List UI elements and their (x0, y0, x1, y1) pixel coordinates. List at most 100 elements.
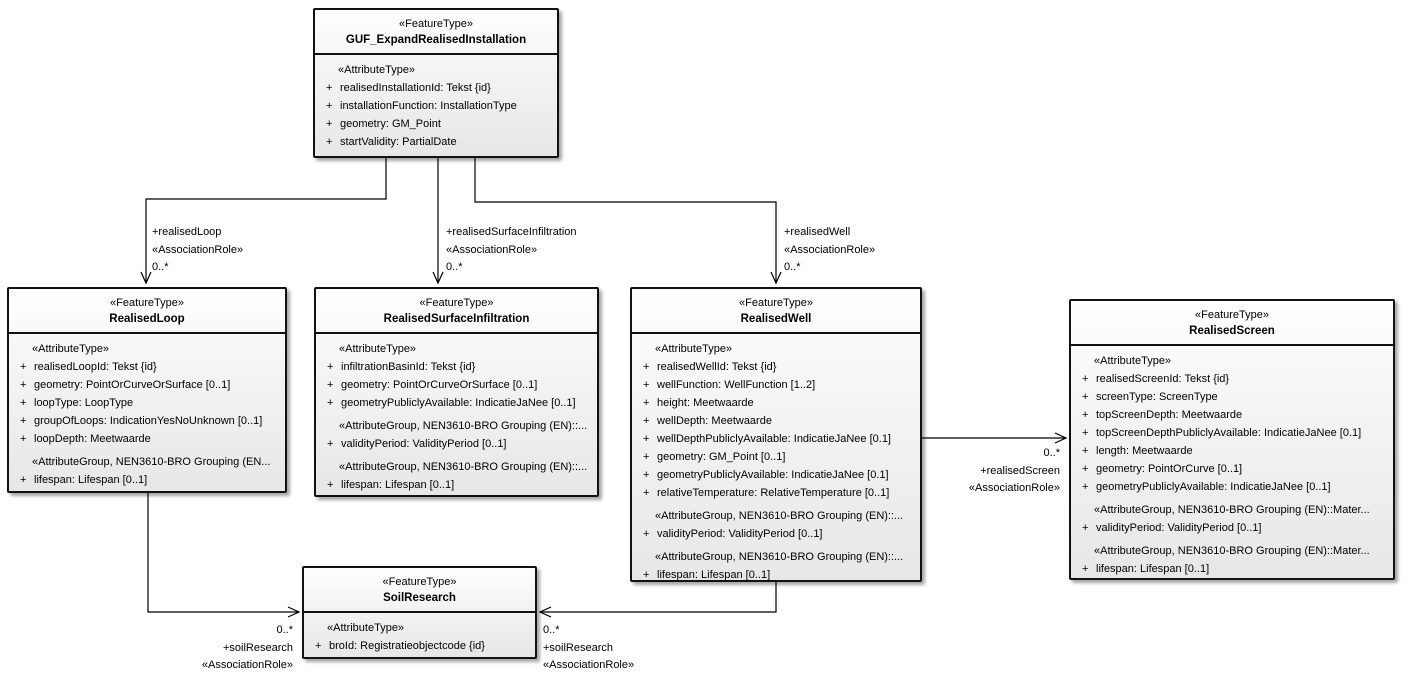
attribute-text: installationFunction: InstallationType (340, 100, 517, 112)
class-name: SoilResearch (383, 592, 456, 604)
attribute-row: +lifespan: Lifespan [0..1] (635, 566, 917, 584)
class-realisedsurfaceinfiltration[interactable]: «FeatureType» RealisedSurfaceInfiltratio… (314, 287, 599, 497)
visibility-marker: + (643, 361, 650, 373)
attribute-text: geometry: PointOrCurveOrSurface [0..1] (34, 379, 231, 391)
class-soilresearch[interactable]: «FeatureType» SoilResearch «AttributeTyp… (302, 566, 537, 659)
attribute-section-header: «AttributeType» (339, 343, 417, 355)
attribute-section-header: «AttributeType» (327, 622, 405, 634)
attribute-text: lifespan: Lifespan [0..1] (1096, 563, 1210, 575)
attribute-text: length: Meetwaarde (1096, 445, 1193, 457)
attribute-section-header: «AttributeGroup, NEN3610-BRO Grouping (E… (32, 456, 271, 468)
class-attributes: «AttributeType» +realisedInstallationId:… (315, 55, 557, 155)
role-stereotype: «AssociationRole» (968, 482, 1060, 494)
visibility-marker: + (643, 469, 650, 481)
attribute-text: wellFunction: WellFunction [1..2] (657, 379, 816, 391)
attribute-text: geometry: GM_Point (340, 118, 441, 130)
association-label-realisedwell[interactable]: +realisedWell «AssociationRole» 0..* (784, 224, 875, 277)
visibility-marker: + (1082, 445, 1089, 457)
association-guf-to-realisedloop[interactable] (140, 158, 387, 285)
attribute-row: +loopType: LoopType (12, 394, 282, 412)
association-label-realisedscreen[interactable]: 0..* +realisedScreen «AssociationRole» (910, 445, 1060, 498)
attribute-row: +geometryPubliclyAvailable: IndicatieJaN… (319, 394, 594, 412)
visibility-marker: + (326, 118, 333, 130)
attribute-row: +topScreenDepth: Meetwaarde (1074, 406, 1390, 424)
attribute-row: +realisedInstallationId: Tekst {id} (318, 79, 554, 97)
attribute-text: lifespan: Lifespan [0..1] (341, 479, 455, 491)
class-name: RealisedSurfaceInfiltration (383, 313, 530, 325)
association-label-soilresearch-left[interactable]: 0..* +soilResearch «AssociationRole» (143, 622, 293, 675)
multiplicity: 0..* (152, 261, 169, 273)
class-attributes: «AttributeType» +infiltrationBasinId: Te… (316, 334, 597, 498)
class-attributes: «AttributeType» +broId: Registratieobjec… (304, 613, 535, 659)
visibility-marker: + (327, 438, 334, 450)
visibility-marker: + (1082, 463, 1089, 475)
role-stereotype: «AssociationRole» (201, 659, 293, 671)
association-guf-to-realisedwell[interactable] (474, 158, 782, 285)
visibility-marker: + (643, 415, 650, 427)
visibility-marker: + (20, 361, 27, 373)
class-realisedwell[interactable]: «FeatureType» RealisedWell «AttributeTyp… (630, 287, 922, 582)
attribute-row: +realisedScreenId: Tekst {id} (1074, 370, 1390, 388)
attribute-text: validityPeriod: ValidityPeriod [0..1] (1096, 522, 1262, 534)
visibility-marker: + (643, 379, 650, 391)
attribute-row: + geometry: GM_Point (318, 115, 554, 133)
class-guf-expandrealisedinstallation[interactable]: «FeatureType» GUF_ExpandRealisedInstalla… (313, 8, 559, 158)
class-stereotype: «FeatureType» (110, 297, 184, 309)
class-attributes: «AttributeType» + realisedLoopId: Tekst {… (9, 334, 285, 493)
attribute-row: +geometry: PointOrCurveOrSurface [0..1] (319, 376, 594, 394)
multiplicity: 0..* (543, 624, 560, 636)
visibility-marker: + (326, 100, 333, 112)
class-title: «FeatureType» RealisedWell (632, 289, 920, 334)
role-stereotype: «AssociationRole» (543, 659, 635, 671)
association-label-realisedsurfaceinfiltration[interactable]: +realisedSurfaceInfiltration «Associatio… (446, 224, 577, 277)
association-realisedloop-to-soilresearch[interactable] (147, 493, 301, 618)
attribute-text: validityPeriod: ValidityPeriod [0..1] (657, 528, 823, 540)
association-realisedwell-to-soilresearch[interactable] (538, 582, 777, 618)
visibility-marker: + (643, 451, 650, 463)
attribute-section-header: «AttributeType» (1094, 355, 1172, 367)
visibility-marker: + (20, 379, 27, 391)
attribute-section-header: «AttributeGroup, NEN3610-BRO Grouping (E… (655, 510, 904, 522)
association-label-soilresearch-right[interactable]: 0..* +soilResearch «AssociationRole» (543, 622, 634, 675)
visibility-marker: + (20, 433, 27, 445)
attribute-text: geometryPubliclyAvailable: IndicatieJaNe… (657, 469, 889, 481)
attribute-row: +height: Meetwaarde (635, 394, 917, 412)
class-name: RealisedScreen (1189, 325, 1275, 337)
visibility-marker: + (315, 640, 322, 652)
attribute-text: loopDepth: Meetwaarde (34, 433, 151, 445)
visibility-marker: + (1082, 409, 1089, 421)
class-realisedloop[interactable]: «FeatureType» RealisedLoop «AttributeTyp… (7, 287, 287, 493)
attribute-text: geometry: GM_Point [0..1] (657, 451, 786, 463)
class-title: «FeatureType» RealisedScreen (1071, 301, 1393, 346)
attribute-row: +lifespan: Lifespan [0..1] (319, 476, 594, 494)
class-realisedscreen[interactable]: «FeatureType» RealisedScreen «AttributeT… (1069, 299, 1395, 580)
attribute-text: realisedLoopId: Tekst {id} (34, 361, 157, 373)
attribute-section-header: «AttributeType» (338, 64, 416, 76)
attribute-row: +geometry: PointOrCurve [0..1] (1074, 460, 1390, 478)
attribute-row: + length: Meetwaarde (1074, 442, 1390, 460)
role-name: +realisedScreen (980, 464, 1060, 477)
attribute-row: + validityPeriod: ValidityPeriod [0..1] (635, 525, 917, 543)
attribute-section-header: «AttributeType» (32, 343, 110, 355)
visibility-marker: + (643, 487, 650, 499)
attribute-text: geometry: PointOrCurveOrSurface [0..1] (341, 379, 538, 391)
role-stereotype: «AssociationRole» (446, 243, 538, 256)
attribute-row: +validityPeriod: ValidityPeriod [0..1] (1074, 519, 1390, 537)
attribute-section-header: «AttributeGroup, NEN3610-BRO Grouping (E… (1094, 504, 1370, 516)
attribute-text: relativeTemperature: RelativeTemperature… (657, 487, 890, 499)
association-label-realisedloop[interactable]: +realisedLoop «AssociationRole» 0..* (152, 224, 243, 277)
visibility-marker: + (327, 397, 334, 409)
attribute-row: +screenType: ScreenType (1074, 388, 1390, 406)
multiplicity: 0..* (1043, 447, 1060, 459)
visibility-marker: + (643, 528, 650, 540)
attribute-row: + loopDepth: Meetwaarde (12, 430, 282, 448)
attribute-text: lifespan: Lifespan [0..1] (657, 569, 771, 581)
class-stereotype: «FeatureType» (739, 297, 813, 309)
attribute-text: validityPeriod: ValidityPeriod [0..1] (341, 438, 507, 450)
class-title: «FeatureType» RealisedLoop (9, 289, 285, 334)
class-attributes: «AttributeType» +realisedWellId: Tekst {… (632, 334, 920, 588)
attribute-text: wellDepthPubliclyAvailable: IndicatieJaN… (657, 433, 891, 445)
multiplicity: 0..* (784, 261, 801, 273)
